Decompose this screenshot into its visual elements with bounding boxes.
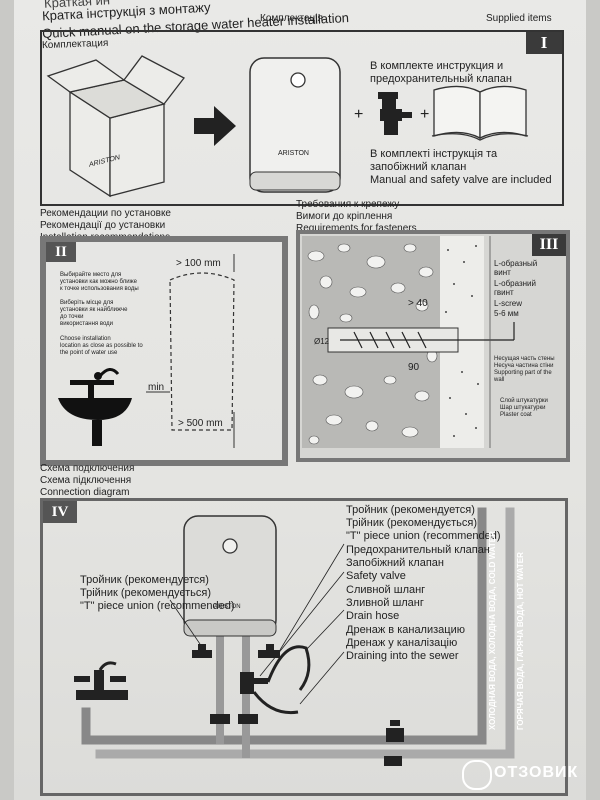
plaster-label-1: Слой штукатурки: [500, 398, 548, 404]
mixer-tap-icon: [74, 661, 128, 700]
note-ru-3: к точке использования воды: [60, 286, 139, 292]
section3-heading-ru: Требования к крепежу: [296, 199, 400, 210]
supplied-ru-line-1: В комплекте инструкция и: [370, 60, 504, 72]
dim-top: > 100 mm: [176, 258, 221, 269]
section2-drawings: [58, 254, 235, 448]
panel-supplied-items: I: [40, 30, 564, 206]
tee-valve-left-icon: [192, 644, 212, 658]
section3-drawings: [302, 236, 515, 448]
screw-icon: [340, 322, 515, 349]
note-ua-2: установки як найближче: [60, 307, 128, 313]
tee-left-en: "T" piece union (recommended): [80, 600, 235, 612]
tee-right-en: "T" piece union (recommended): [346, 530, 501, 542]
tee-right-ru: Тройник (рекомендуется): [346, 504, 475, 516]
panel-installation: II: [40, 236, 288, 466]
badge-III: III: [532, 234, 566, 256]
section2-heading-ru: Рекомендации по установке: [40, 208, 171, 219]
note-ua-3: до точки: [60, 314, 84, 320]
badge-I: I: [526, 32, 562, 54]
connection-heater-icon: [183, 515, 277, 637]
dim-min: min: [148, 382, 165, 393]
plus-1: +: [354, 106, 364, 123]
sewer-hose: [252, 691, 299, 715]
note-ru-2: установки как можно ближе: [60, 279, 137, 285]
supplied-ru: Комплектація: [260, 13, 323, 24]
badge-IV: IV: [43, 501, 77, 523]
wall-label-1: Несущая часть стены: [494, 356, 555, 362]
section3-heading-ua: Вимоги до кріплення: [296, 211, 393, 222]
supplied-ru-line-2: предохранительный клапан: [370, 73, 512, 85]
sink-icon: [58, 368, 132, 446]
note-en-1: Choose installation: [60, 336, 111, 342]
tee-right-ua: Трійник (рекомендується): [346, 517, 478, 529]
plaster-label-3: Plaster coat: [500, 412, 532, 418]
water-heater-icon: [249, 57, 341, 193]
drain-valve-icon: [210, 714, 258, 724]
section4-drawings: [74, 507, 515, 766]
tee-left-ru: Тройник (рекомендуется): [80, 574, 209, 586]
note-en-2: location as close as possible to: [60, 343, 143, 349]
right-arrow-icon: [194, 106, 236, 146]
watermark-logo: [462, 760, 492, 790]
screw-label-5: L-screw: [494, 299, 523, 308]
plus-2: +: [420, 106, 430, 123]
connection-heater-brand: ARISTON: [214, 604, 241, 610]
drain-hose: [266, 645, 311, 691]
dim-90: 90: [408, 362, 420, 373]
box-icon: [46, 55, 185, 198]
section4-heading-en: Connection diagram: [40, 487, 130, 498]
safety-en: Safety valve: [346, 570, 406, 582]
drain-ru: Сливной шланг: [346, 584, 426, 596]
inline-valve-icon: [384, 720, 404, 766]
sewer-ru: Дренаж в канализацию: [346, 624, 465, 636]
supplied-en: Supplied items: [486, 13, 552, 24]
tee-valve-right-icon: [258, 644, 280, 658]
section1-drawings: [46, 55, 529, 198]
wall-label-4: wall: [494, 377, 505, 383]
supplied-en-text: Manual and safety valve are included: [370, 174, 552, 186]
panel-connection: IV: [40, 498, 568, 796]
hot-water-label: ГОРЯЧАЯ ВОДА, ГАРЯЧА ВОДА, HOT WATER: [516, 552, 525, 730]
dim-40: > 40: [408, 298, 428, 309]
wall-label-3: Supporting part of the: [494, 370, 552, 376]
safety-valve-icon: [378, 92, 412, 135]
safety-ru: Предохранительный клапан: [346, 544, 490, 556]
dim-bottom: > 500 mm: [178, 418, 223, 429]
tee-left-ua: Трійник (рекомендується): [80, 587, 212, 599]
screw-label-2: винт: [494, 268, 511, 277]
note-ru-1: Выбирайте место для: [60, 272, 122, 278]
drain-en: Drain hose: [346, 610, 400, 622]
section3-heading-en: Requirements for fasteners: [296, 223, 417, 234]
supplied-ua-line-2: запобіжний клапан: [370, 161, 467, 173]
wall-label-2: Несуча частина стіни: [494, 363, 554, 369]
cold-water-label: ХОЛОДНАЯ ВОДА, ХОЛОДНА ВОДА, COLD WATER: [488, 531, 497, 730]
note-en-3: the point of water use: [60, 350, 118, 356]
manual-page: Краткая ин Кратка інструкція з монтажу Q…: [14, 0, 586, 800]
sewer-ua: Дренаж у каналізацію: [346, 637, 458, 649]
gap-label: 5-6 мм: [494, 309, 519, 318]
screw-label-1: L-образный: [494, 259, 538, 268]
watermark-text: ОТЗОВИК: [494, 764, 579, 781]
section4-heading-ru: Схема подключения: [40, 463, 135, 474]
heater-brand: ARISTON: [278, 150, 309, 157]
dim-12: Ø12: [314, 337, 330, 346]
note-ua-1: Виберіть місце для: [60, 300, 114, 306]
plaster-label-2: Шар штукатурки: [500, 405, 546, 411]
supplied-ua-line-1: В комплекті інструкція та: [370, 148, 498, 160]
safety-ua: Запобіжний клапан: [346, 557, 444, 569]
sewer-en: Draining into the sewer: [346, 650, 459, 662]
manual-book-icon: [431, 85, 529, 141]
safety-valve-connection-icon: [240, 672, 268, 694]
badge-II: II: [46, 242, 76, 262]
section4-heading-ua: Схема підключення: [40, 475, 132, 486]
note-ua-4: використання води: [60, 321, 113, 327]
section2-heading-ua: Рекомендації до установки: [40, 220, 166, 231]
screw-label-4: гвинт: [494, 288, 514, 297]
drain-ua: Зливной шланг: [346, 597, 424, 609]
screw-label-3: L-образний: [494, 279, 536, 288]
